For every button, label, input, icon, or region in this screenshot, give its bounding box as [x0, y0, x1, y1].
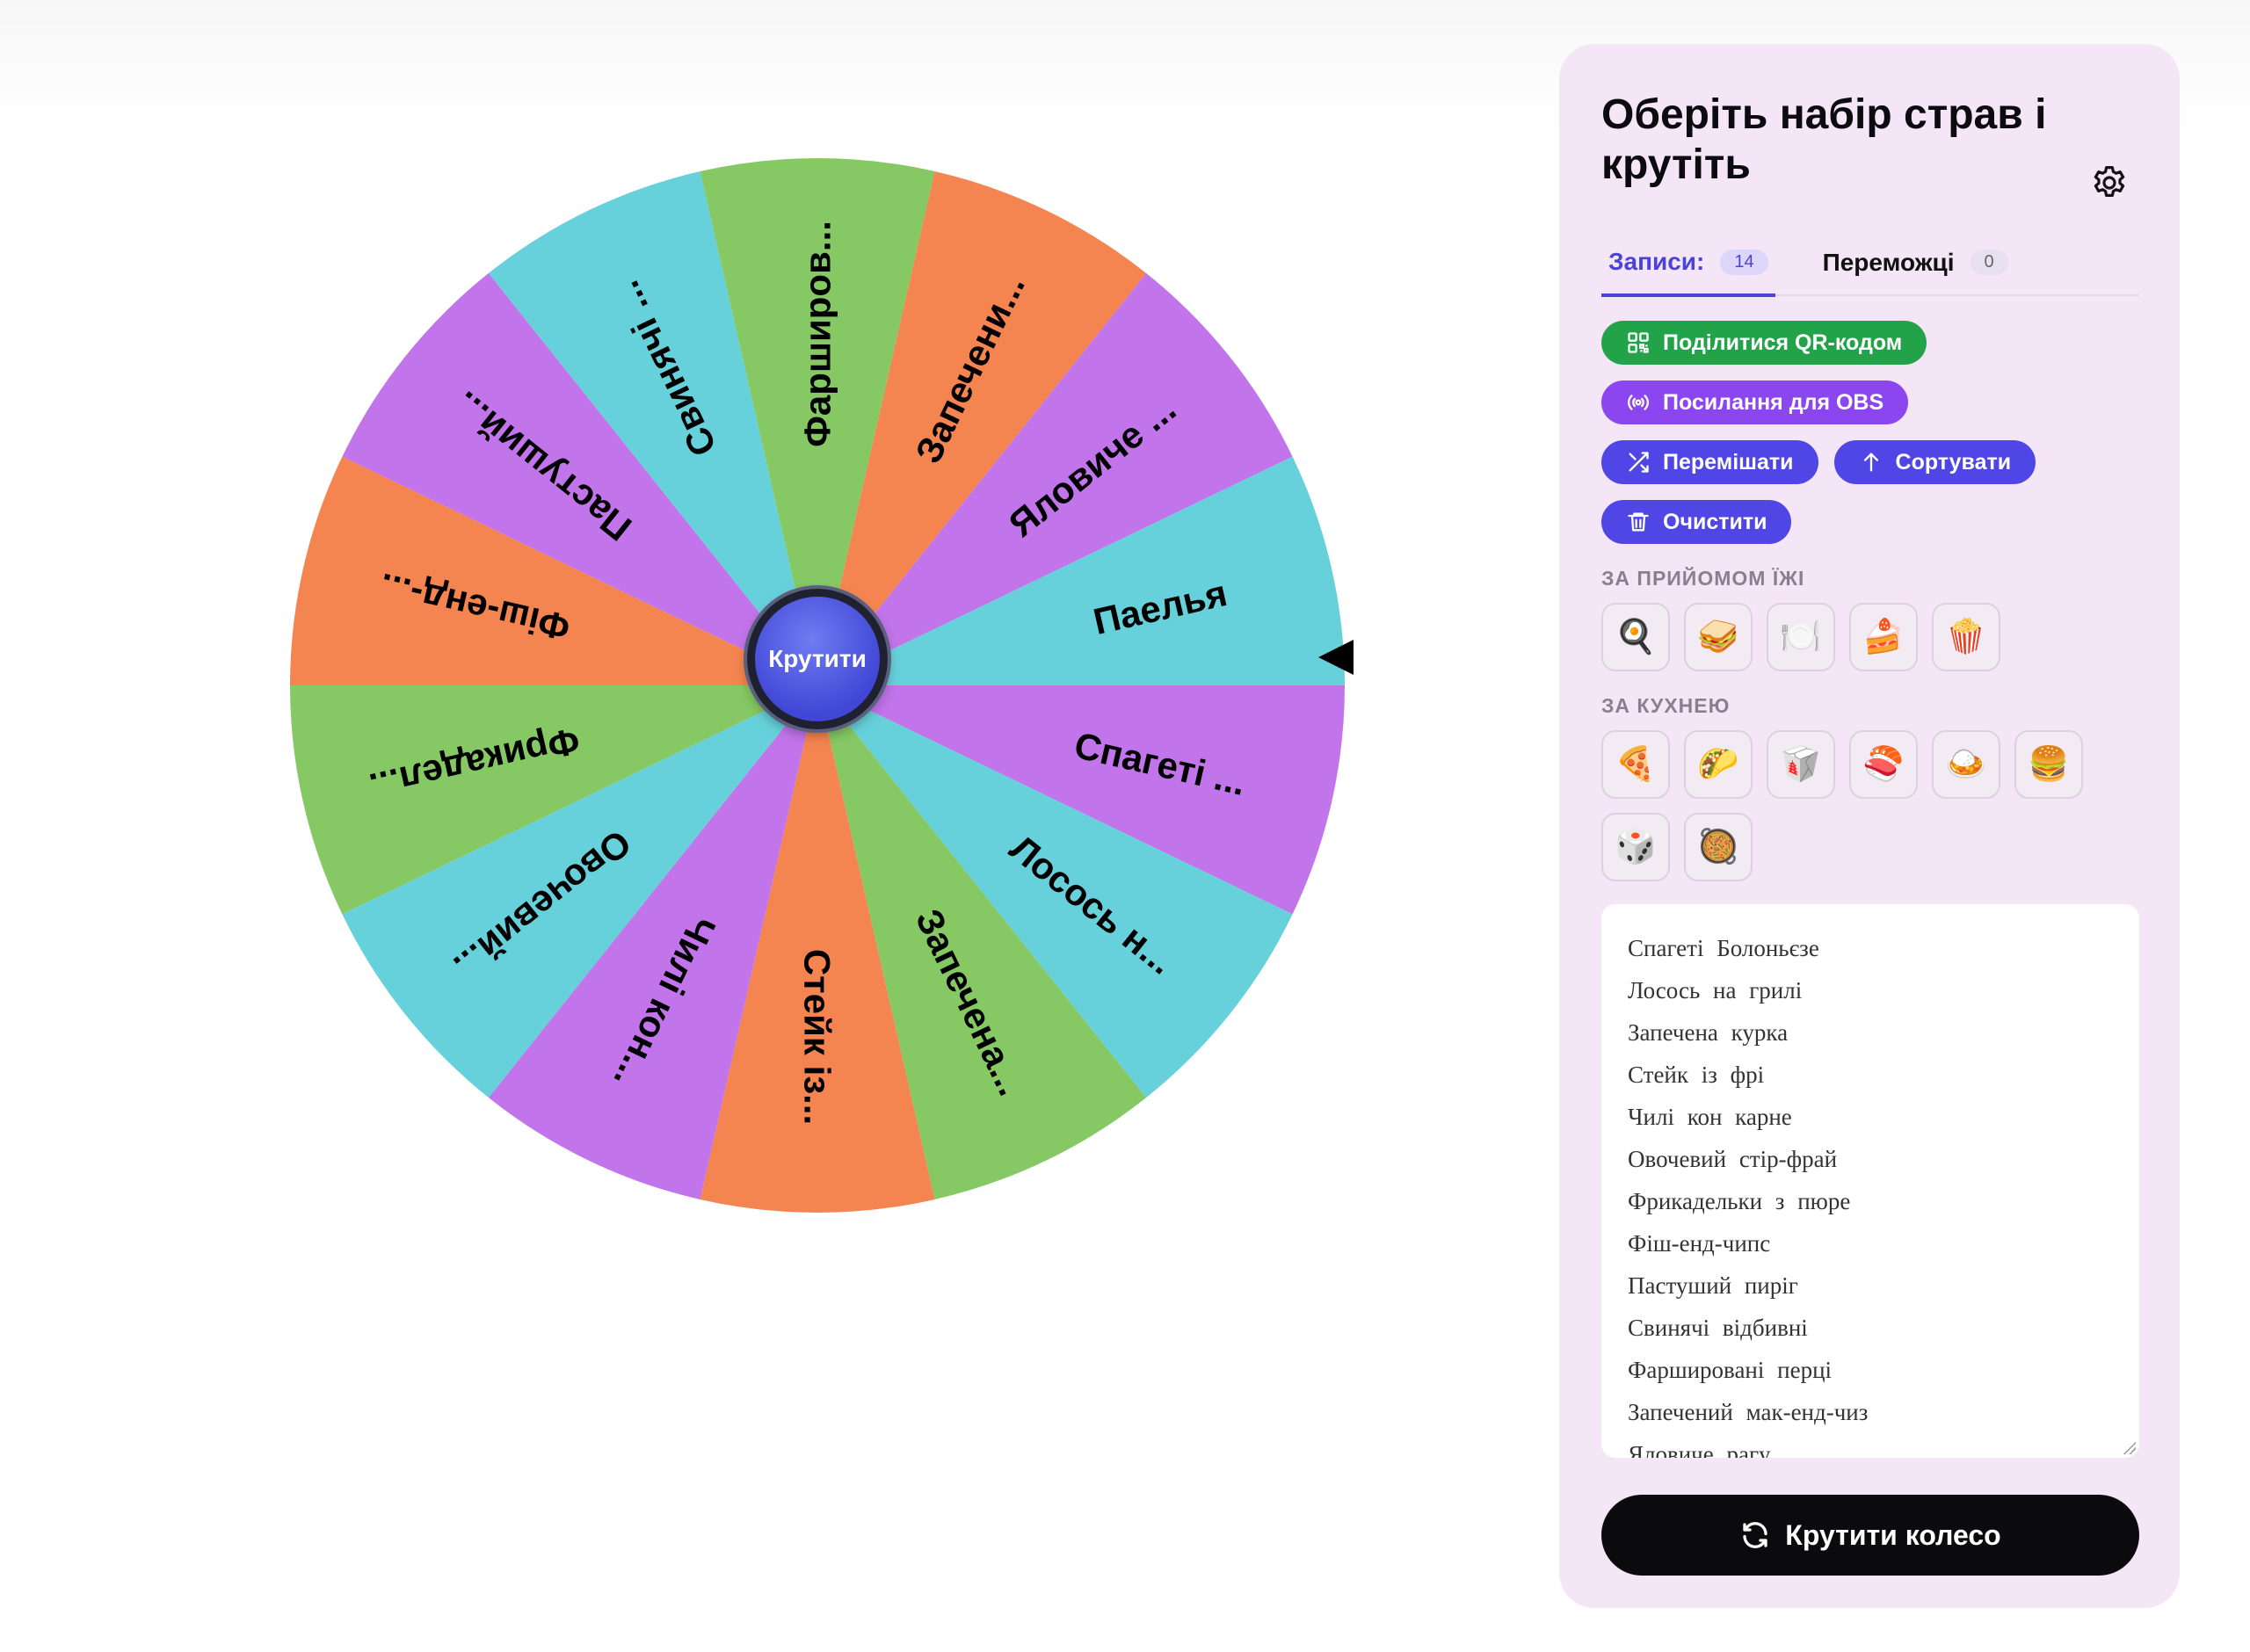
entry-line: Фаршировані перці	[1628, 1357, 1833, 1383]
wheel-spin-button[interactable]: Крутити	[747, 589, 888, 729]
obs-link-button[interactable]: Посилання для OBS	[1601, 380, 1909, 424]
taco-icon[interactable]: 🌮	[1684, 730, 1753, 799]
popcorn-icon[interactable]: 🍿	[1932, 603, 2000, 671]
entry-line: Лосось на грилі	[1628, 977, 1803, 1004]
meal-icon-grid: 🍳🥪🍽️🍰🍿	[1601, 603, 2111, 671]
entry-line: Стейк із фрі	[1628, 1061, 1765, 1088]
entry-line: Спагеті Болоньєзе	[1628, 935, 1819, 961]
entry-line: Свинячі відбивні	[1628, 1315, 1808, 1341]
wheel-graphic[interactable]: Спагеті ...Лосось н...Запечена...Стейк і…	[246, 114, 1389, 1257]
burger-icon[interactable]: 🍔	[2014, 730, 2083, 799]
cuisine-section-label: ЗА КУХНЕЮ	[1601, 694, 1731, 717]
arrow-up-icon	[1863, 453, 1878, 472]
entry-line: Чилі кон карне	[1628, 1104, 1792, 1130]
wheel-segment-label: Фарширов...	[797, 221, 838, 447]
wheel-pointer-icon	[1318, 640, 1354, 675]
share-qr-label: Поділитися QR-кодом	[1663, 330, 1903, 355]
trash-icon	[1628, 512, 1649, 532]
entry-line: Овочевий стір-фрай	[1628, 1146, 1838, 1172]
entry-line: Запечений мак-енд-чиз	[1628, 1399, 1869, 1425]
entries-count-badge: 14	[1720, 249, 1768, 275]
wheel-segment-label: Стейк із...	[797, 949, 838, 1125]
entry-line: Фрикадельки з пюре	[1628, 1188, 1851, 1214]
wheel-segment	[488, 171, 817, 686]
wheel-segment	[290, 685, 817, 915]
shuffle-label: Перемішати	[1663, 449, 1794, 475]
tab-winners-label: Переможці	[1822, 248, 1955, 276]
wheel-segment	[817, 456, 1345, 685]
gear-icon[interactable]	[2088, 162, 2130, 204]
qr-code-icon	[1628, 332, 1649, 353]
sushi-icon[interactable]: 🍣	[1849, 730, 1918, 799]
refresh-icon	[1743, 1522, 1767, 1548]
tab-entries-label: Записи:	[1608, 248, 1705, 275]
dice-icon[interactable]: 🎲	[1601, 813, 1670, 881]
prize-wheel[interactable]: Спагеті ...Лосось н...Запечена...Стейк і…	[246, 114, 1389, 1257]
sort-button[interactable]: Сортувати	[1833, 440, 2036, 484]
clear-label: Очистити	[1663, 509, 1767, 534]
pizza-icon[interactable]: 🍕	[1601, 730, 1670, 799]
frying-pan-icon[interactable]: 🍳	[1601, 603, 1670, 671]
entry-line: Запечена курка	[1628, 1019, 1789, 1046]
resize-handle[interactable]	[2122, 1440, 2136, 1454]
wheel-segment	[342, 272, 817, 685]
spin-wheel-button[interactable]: Крутити колесо	[1601, 1495, 2139, 1576]
entry-line: Фіш-енд-чипс	[1628, 1230, 1771, 1257]
wheel-segment	[817, 272, 1293, 685]
winners-count-badge: 0	[1970, 250, 2008, 275]
wheel-segment	[342, 685, 817, 1098]
entry-line: Яловиче рагу	[1628, 1441, 1771, 1458]
cake-icon[interactable]: 🍰	[1849, 603, 1918, 671]
sort-label: Сортувати	[1895, 449, 2012, 475]
wheel-segment	[817, 685, 1147, 1199]
entry-line: Пастуший пиріг	[1628, 1272, 1798, 1299]
wheel-segment	[700, 158, 935, 686]
control-panel: Оберіть набір страв і крутіть Записи: 14…	[1559, 44, 2180, 1608]
wheel-segment	[817, 685, 1345, 915]
plate-icon[interactable]: 🍽️	[1767, 603, 1835, 671]
shuffle-icon	[1629, 452, 1649, 473]
obs-link-label: Посилання для OBS	[1663, 389, 1884, 415]
tab-bar: Записи: 14 Переможці 0	[1601, 244, 2139, 297]
shuffle-button[interactable]: Перемішати	[1601, 440, 1818, 484]
clear-button[interactable]: Очистити	[1601, 500, 1792, 544]
sandwich-icon[interactable]: 🥪	[1684, 603, 1753, 671]
curry-icon[interactable]: 🍛	[1932, 730, 2000, 799]
wheel-segment	[817, 171, 1147, 686]
cuisine-icon-grid: 🍕🌮🥡🍣🍛🍔 🎲🥘	[1601, 730, 2111, 881]
paella-icon[interactable]: 🥘	[1684, 813, 1753, 881]
wheel-segment	[817, 685, 1293, 1098]
share-qr-button[interactable]: Поділитися QR-кодом	[1601, 321, 1927, 365]
takeout-box-icon[interactable]: 🥡	[1767, 730, 1835, 799]
wheel-segment	[290, 456, 817, 685]
wheel-segment	[488, 685, 817, 1199]
panel-title: Оберіть набір страв і крутіть	[1601, 91, 2047, 188]
broadcast-icon	[1628, 395, 1649, 410]
meal-section-label: ЗА ПРИЙОМОМ ЇЖІ	[1601, 567, 1805, 590]
wheel-segment	[700, 685, 935, 1214]
spin-wheel-label: Крутити колесо	[1785, 1518, 2001, 1551]
tab-entries[interactable]: Записи: 14	[1601, 244, 1775, 297]
tab-winners[interactable]: Переможці 0	[1816, 244, 2015, 294]
